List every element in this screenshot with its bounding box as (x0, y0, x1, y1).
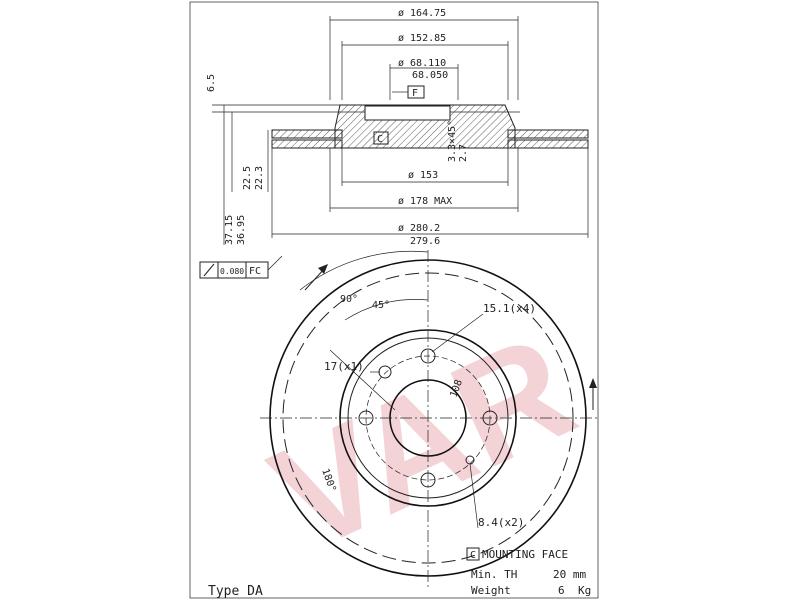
datum-f: F (412, 88, 418, 99)
bolt-label: 15.1(x4) (483, 302, 536, 315)
drawing-border (189, 1, 599, 599)
dim-68-110: ø 68.110 (398, 58, 446, 69)
small-hole-label: 8.4(x2) (478, 516, 524, 529)
weight-unit: Kg (578, 584, 591, 597)
mounting-c: C (470, 550, 476, 561)
hole-label: 17(x1) (324, 360, 364, 373)
weight-label: Weight (471, 584, 511, 597)
ring-right-top (507, 129, 589, 139)
dim-2-7: 2.7 (458, 144, 469, 162)
weight-value: 6 (558, 584, 565, 597)
dim-68-050: 68.050 (412, 70, 448, 81)
dim-22-3: 22.3 (254, 166, 265, 190)
dim-36-95: 36.95 (236, 215, 247, 245)
watermark: VAR (249, 302, 597, 583)
datum-c: C (377, 134, 383, 145)
dim-279-6: 279.6 (410, 236, 440, 247)
datum-c-box (373, 131, 389, 145)
ring-left-top (271, 129, 343, 139)
tolerance-ref: FC (249, 266, 261, 277)
mounting-face: MOUNTING FACE (482, 548, 568, 561)
runout-icon (203, 263, 215, 277)
section-view: ø 164.75 ø 152.85 ø 68.110 68.050 F 6.5 … (206, 8, 589, 247)
dim-37-15: 37.15 (224, 215, 235, 245)
angle-45: 45° (372, 300, 390, 311)
bolt-hole (420, 348, 436, 364)
dim-152-85: ø 152.85 (398, 33, 446, 44)
type-label: Type DA (208, 584, 263, 599)
ring-right-bottom (507, 139, 589, 149)
dim-6-5: 6.5 (206, 74, 217, 92)
ring-left-bottom (271, 139, 343, 149)
angle-90: 90° (340, 294, 358, 305)
dim-164-75: ø 164.75 (398, 8, 446, 19)
dim-178: ø 178 MAX (398, 196, 452, 207)
tolerance-frame: 0.080 FC (199, 255, 283, 279)
dim-chamfer: 3.3×45° (447, 120, 458, 162)
dim-280-2: ø 280.2 (398, 223, 440, 234)
mounting-c-box (466, 547, 480, 561)
tolerance-value: 0.080 (220, 267, 244, 276)
dim-22-5: 22.5 (242, 166, 253, 190)
min-th-value: 20 mm (553, 568, 586, 581)
notes: C MOUNTING FACE Min. TH 20 mm Weight 6 K… (208, 547, 591, 599)
bolt-hole (358, 410, 374, 426)
min-th-label: Min. TH (471, 568, 517, 581)
dim-153: ø 153 (408, 170, 438, 181)
